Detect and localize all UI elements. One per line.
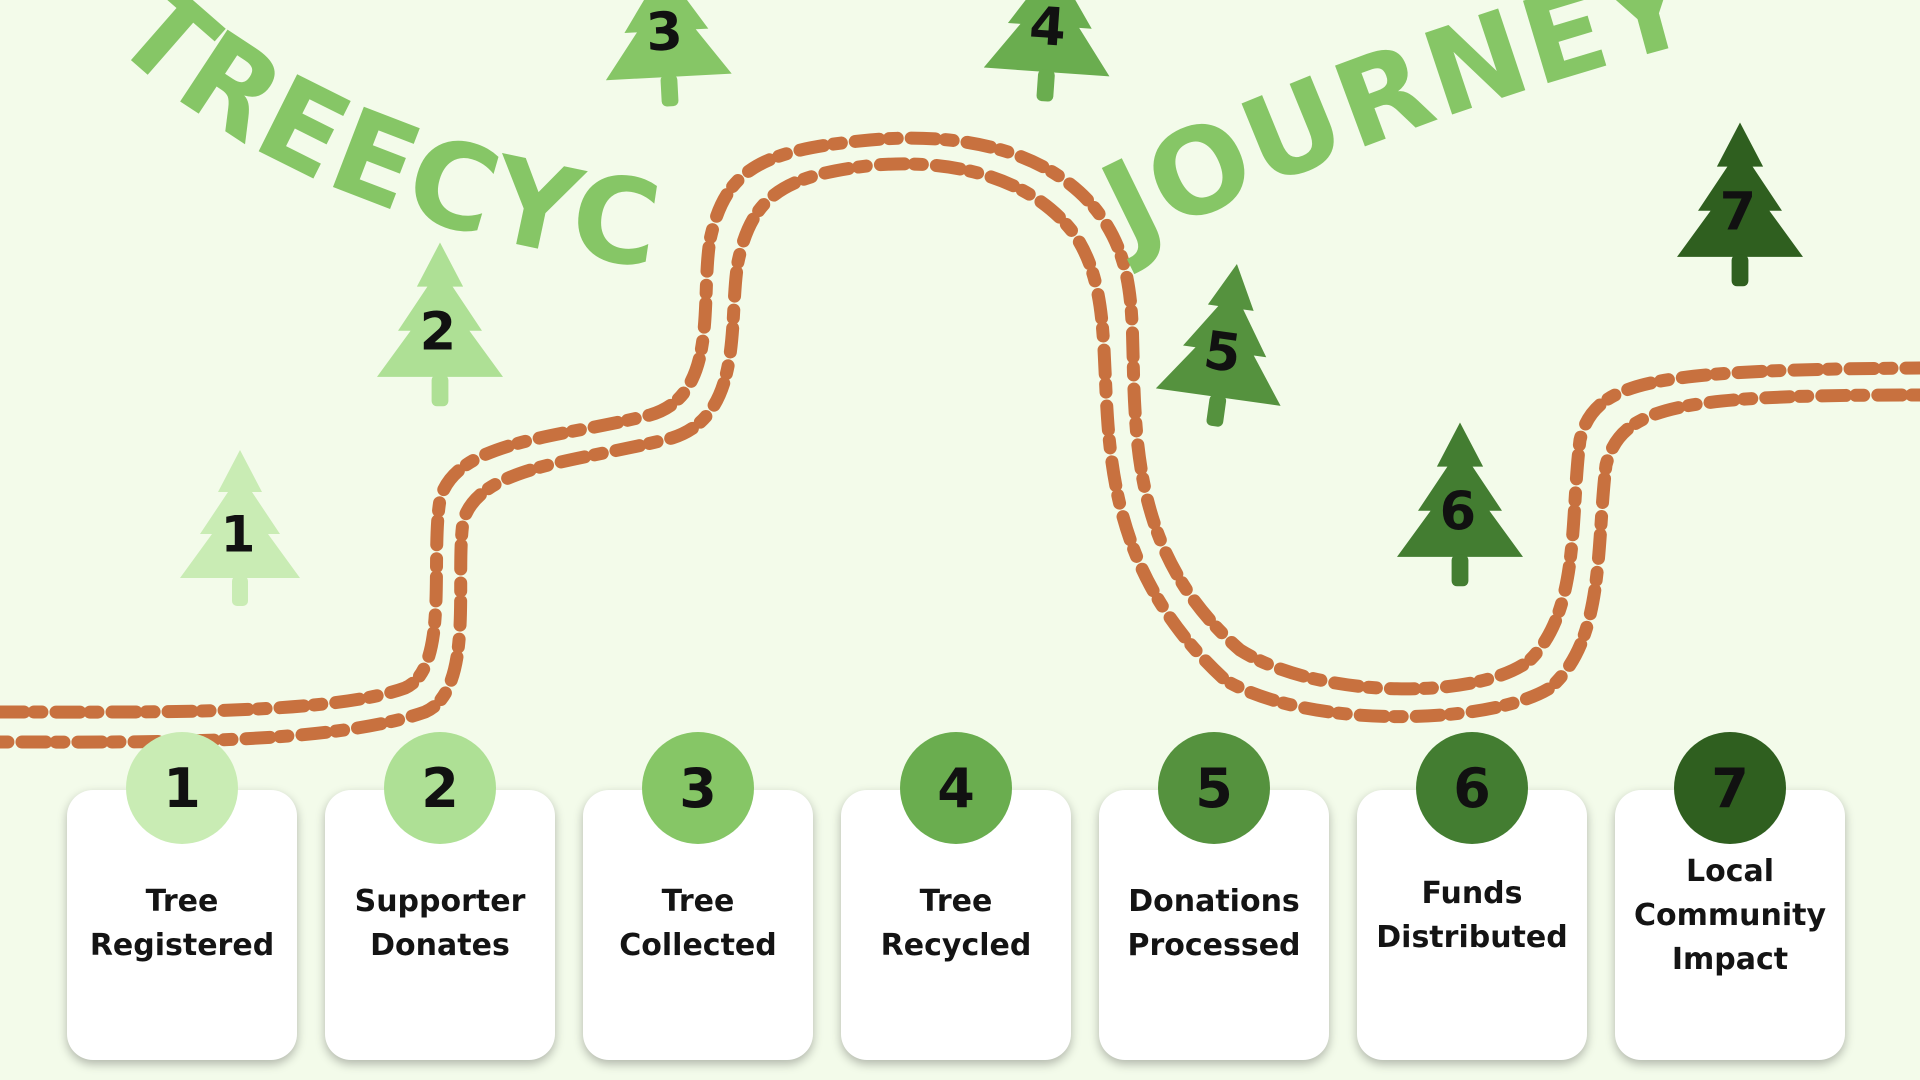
pine-tree-icon: 1 — [180, 450, 300, 606]
step-number-badge: 5 — [1158, 732, 1270, 844]
journey-trees: 1 2 3 4 5 6 7 — [180, 0, 1803, 606]
step-number-badge: 4 — [900, 732, 1012, 844]
tree-step-number: 7 — [1720, 182, 1757, 243]
step-label-line: Supporter — [354, 884, 526, 919]
tree-step-number: 4 — [1027, 0, 1068, 59]
footprint-line — [0, 131, 1920, 719]
step-number-badge: 7 — [1674, 732, 1786, 844]
step-label-line: Recycled — [880, 928, 1032, 963]
step-number-badge: 1 — [126, 732, 238, 844]
tree-step-number: 6 — [1440, 482, 1477, 543]
pine-tree-icon: 4 — [981, 0, 1119, 106]
pine-tree-icon: 6 — [1397, 422, 1523, 587]
step-label-line: Local — [1685, 854, 1775, 889]
tree-step-number: 2 — [420, 302, 457, 363]
step-label-line: Collected — [619, 928, 777, 963]
footprint-line — [0, 157, 1920, 749]
step-label-line: Impact — [1671, 942, 1789, 977]
pine-tree-icon: 5 — [1151, 255, 1300, 436]
title-treecycle: TREECYCLE — [0, 0, 671, 295]
step-label-line: Tree — [919, 884, 993, 919]
step-label-line: Registered — [89, 928, 275, 963]
step-label-line: Funds — [1421, 876, 1523, 911]
step-label-line: Community — [1633, 898, 1827, 933]
step-label-line: Distributed — [1376, 920, 1568, 955]
title-journey: JOURNEY — [1075, 0, 1708, 278]
step-label-line: Tree — [145, 884, 219, 919]
tree-step-number: 3 — [645, 1, 685, 64]
pine-tree-icon: 3 — [598, 0, 734, 110]
step-label-line: Donates — [370, 928, 510, 963]
step-label-line: Donations — [1128, 884, 1300, 919]
step-number-badge: 6 — [1416, 732, 1528, 844]
step-number-badge: 2 — [384, 732, 496, 844]
footprint-trail — [0, 131, 1920, 749]
pine-tree-icon: 7 — [1677, 122, 1803, 287]
tree-step-number: 5 — [1200, 320, 1245, 386]
step-label-line: Tree — [661, 884, 735, 919]
step-label-line: Processed — [1127, 928, 1301, 963]
tree-step-number: 1 — [221, 506, 256, 564]
pine-tree-icon: 2 — [377, 242, 503, 407]
step-number-badge: 3 — [642, 732, 754, 844]
